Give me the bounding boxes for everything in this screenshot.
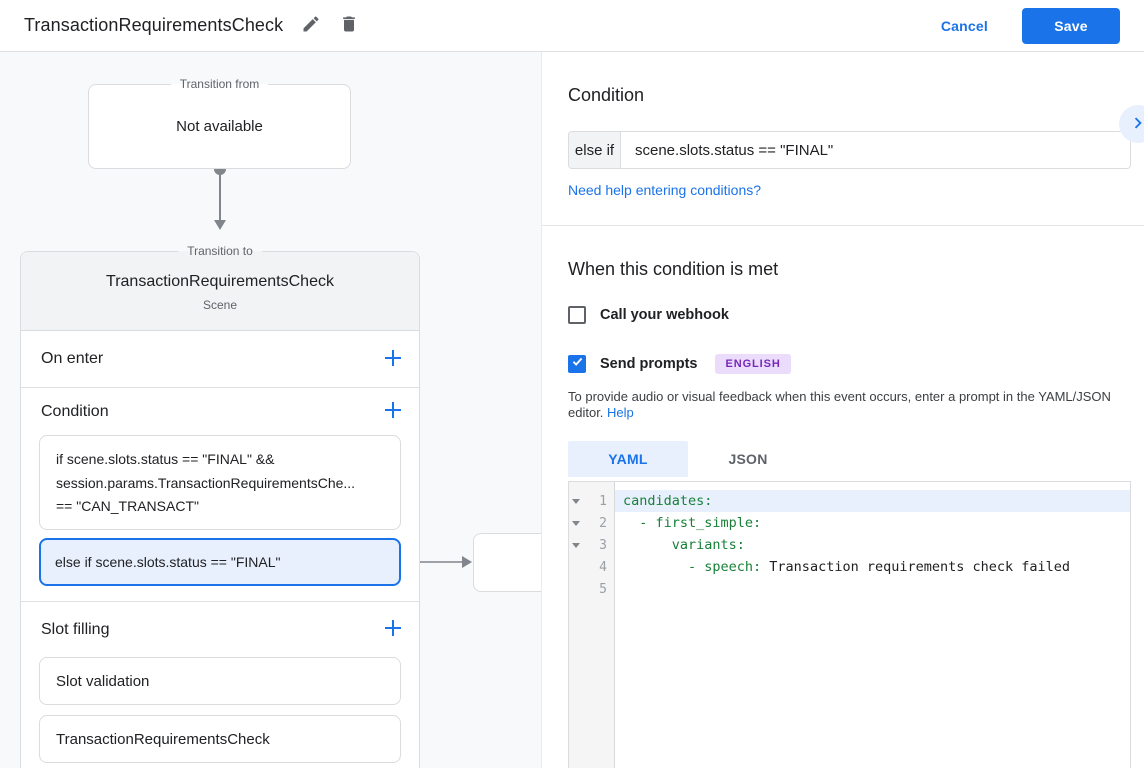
scene-graph-canvas: Transition from Not available Transition…: [0, 52, 541, 768]
condition-item[interactable]: if scene.slots.status == "FINAL" && sess…: [39, 435, 401, 530]
on-enter-row: On enter: [21, 331, 419, 388]
prompt-helper-text: To provide audio or visual feedback when…: [568, 389, 1128, 421]
fold-toggle-icon[interactable]: [569, 498, 583, 504]
fold-toggle-icon[interactable]: [569, 520, 583, 526]
editor-format-tabs: YAML JSON: [568, 441, 1130, 477]
trash-icon: [339, 14, 359, 37]
condition-input-group: else if: [568, 131, 1131, 169]
cancel-button[interactable]: Cancel: [940, 17, 988, 34]
helper-text-body: To provide audio or visual feedback when…: [568, 389, 1111, 420]
condition-text: else if scene.slots.status == "FINAL": [55, 554, 281, 570]
add-on-enter-button[interactable]: [379, 345, 407, 373]
delete-scene-button[interactable]: [335, 12, 363, 40]
page-title: TransactionRequirementsCheck: [24, 15, 284, 35]
code-area[interactable]: candidates: - first_simple: variants: - …: [615, 482, 1130, 768]
topbar: TransactionRequirementsCheck Cancel Save: [0, 0, 1144, 52]
transition-target-node[interactable]: [473, 533, 541, 592]
line-number: 1: [599, 493, 607, 509]
send-prompts-option-row: Send prompts ENGLISH: [568, 354, 1130, 374]
condition-expression-input[interactable]: [621, 132, 1130, 168]
scene-card-subtitle: Scene: [202, 298, 238, 312]
scene-card-title: TransactionRequirementsCheck: [106, 273, 334, 290]
webhook-checkbox[interactable]: [568, 306, 586, 324]
slot-item-label: Slot validation: [56, 672, 150, 690]
line-number: 4: [599, 559, 607, 575]
plus-icon: [384, 349, 402, 370]
tab-json[interactable]: JSON: [728, 451, 768, 467]
chevron-right-icon: [1127, 112, 1144, 137]
condition-text-line: == "CAN_TRANSACT": [56, 498, 199, 514]
plus-icon: [384, 619, 402, 640]
condition-section: Condition if scene.slots.status == "FINA…: [21, 388, 419, 602]
when-condition-met-heading: When this condition is met: [568, 259, 779, 279]
pencil-icon: [301, 14, 321, 37]
slot-filling-section: Slot filling Slot validation Transaction…: [21, 602, 419, 763]
condition-prefix: else if: [569, 132, 621, 168]
yaml-code-editor: 1 2 3 4: [568, 481, 1131, 768]
on-enter-label: On enter: [41, 350, 104, 367]
send-prompts-label[interactable]: Send prompts: [600, 356, 698, 372]
fold-toggle-icon[interactable]: [569, 542, 583, 548]
webhook-label[interactable]: Call your webhook: [600, 307, 729, 323]
panel-title: Condition: [568, 85, 645, 105]
condition-section-label: Condition: [41, 402, 109, 420]
code-line: - speech: Transaction requirements check…: [623, 559, 1071, 575]
tab-yaml[interactable]: YAML: [568, 441, 688, 477]
transition-to-legend: Transition to: [178, 244, 262, 258]
condition-item-selected[interactable]: else if scene.slots.status == "FINAL": [39, 538, 401, 586]
add-slot-button[interactable]: [379, 616, 407, 644]
slot-item-label: TransactionRequirementsCheck: [56, 730, 270, 748]
language-badge: ENGLISH: [715, 354, 791, 374]
send-prompts-checkbox[interactable]: [568, 355, 586, 373]
line-number: 2: [599, 515, 607, 531]
slot-item[interactable]: TransactionRequirementsCheck: [39, 715, 401, 763]
scene-card: Transition to TransactionRequirementsChe…: [20, 244, 420, 768]
transition-from-legend: Transition from: [170, 77, 269, 91]
line-number: 3: [599, 537, 607, 553]
webhook-option-row: Call your webhook: [568, 306, 1130, 324]
condition-panel: Condition else if Need help entering con…: [541, 52, 1144, 768]
code-line: variants:: [623, 537, 745, 553]
checkmark-icon: [571, 355, 584, 373]
line-number: 5: [599, 581, 607, 597]
slot-item[interactable]: Slot validation: [39, 657, 401, 705]
help-link[interactable]: Help: [607, 405, 634, 420]
transition-from-node[interactable]: Transition from Not available: [88, 77, 351, 169]
editor-gutter: 1 2 3 4: [569, 482, 615, 768]
add-condition-button[interactable]: [379, 398, 407, 426]
plus-icon: [384, 401, 402, 422]
condition-text-line: session.params.TransactionRequirementsCh…: [56, 474, 356, 491]
save-button[interactable]: Save: [1022, 7, 1120, 44]
scene-card-header: TransactionRequirementsCheck Scene: [21, 252, 419, 331]
code-line: [615, 578, 1130, 600]
collapse-panel-button[interactable]: [1119, 105, 1144, 143]
code-line: - first_simple:: [623, 515, 762, 531]
conditions-help-link[interactable]: Need help entering conditions?: [568, 182, 762, 198]
transition-from-content: Not available: [176, 118, 263, 135]
code-line: candidates:: [615, 490, 1130, 512]
condition-text-line: if scene.slots.status == "FINAL" &&: [56, 451, 275, 467]
panel-divider: [542, 225, 1144, 226]
slot-filling-label: Slot filling: [41, 620, 110, 638]
edit-title-button[interactable]: [297, 12, 325, 40]
